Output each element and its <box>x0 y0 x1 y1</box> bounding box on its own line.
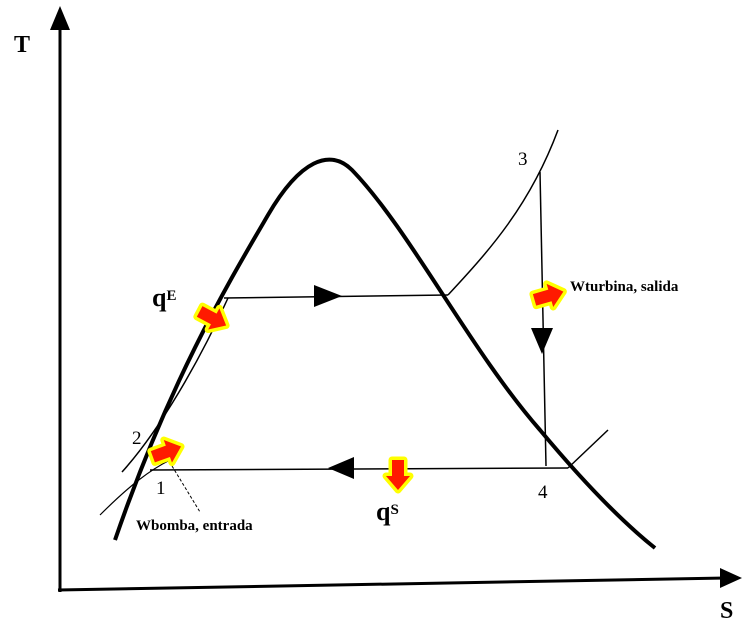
point-2-label: 2 <box>132 428 142 449</box>
condensation-line <box>149 467 569 471</box>
superheat-tail-line <box>567 429 609 469</box>
turbine-work-label: Wturbina, salida <box>570 279 679 295</box>
t-axis-label: T <box>14 32 30 58</box>
superheat-line <box>447 129 559 296</box>
point-3-label: 3 <box>518 149 528 170</box>
pump-work-leader <box>171 465 201 513</box>
heat-out-arrow <box>386 460 410 490</box>
pump-work-label: Wbomba, entrada <box>136 518 253 534</box>
pump-line-lower <box>99 459 171 516</box>
evaporation-direction-arrow <box>314 285 342 307</box>
turbine-expansion-line <box>539 171 547 467</box>
s-axis <box>57 576 727 592</box>
heat-in-label: qE <box>152 283 176 312</box>
heat-in-arrow <box>194 301 232 336</box>
condensation-direction-arrow <box>328 457 354 479</box>
s-axis-label: S <box>720 598 733 624</box>
point-1-label: 1 <box>156 478 166 499</box>
turbine-direction-arrow <box>531 328 553 354</box>
saturation-dome <box>113 157 657 550</box>
point-4-label: 4 <box>538 482 548 503</box>
heat-out-label: qS <box>376 497 399 526</box>
s-axis-arrowhead <box>720 568 742 588</box>
t-axis-arrowhead <box>50 6 70 30</box>
turbine-work-arrow <box>531 280 566 311</box>
